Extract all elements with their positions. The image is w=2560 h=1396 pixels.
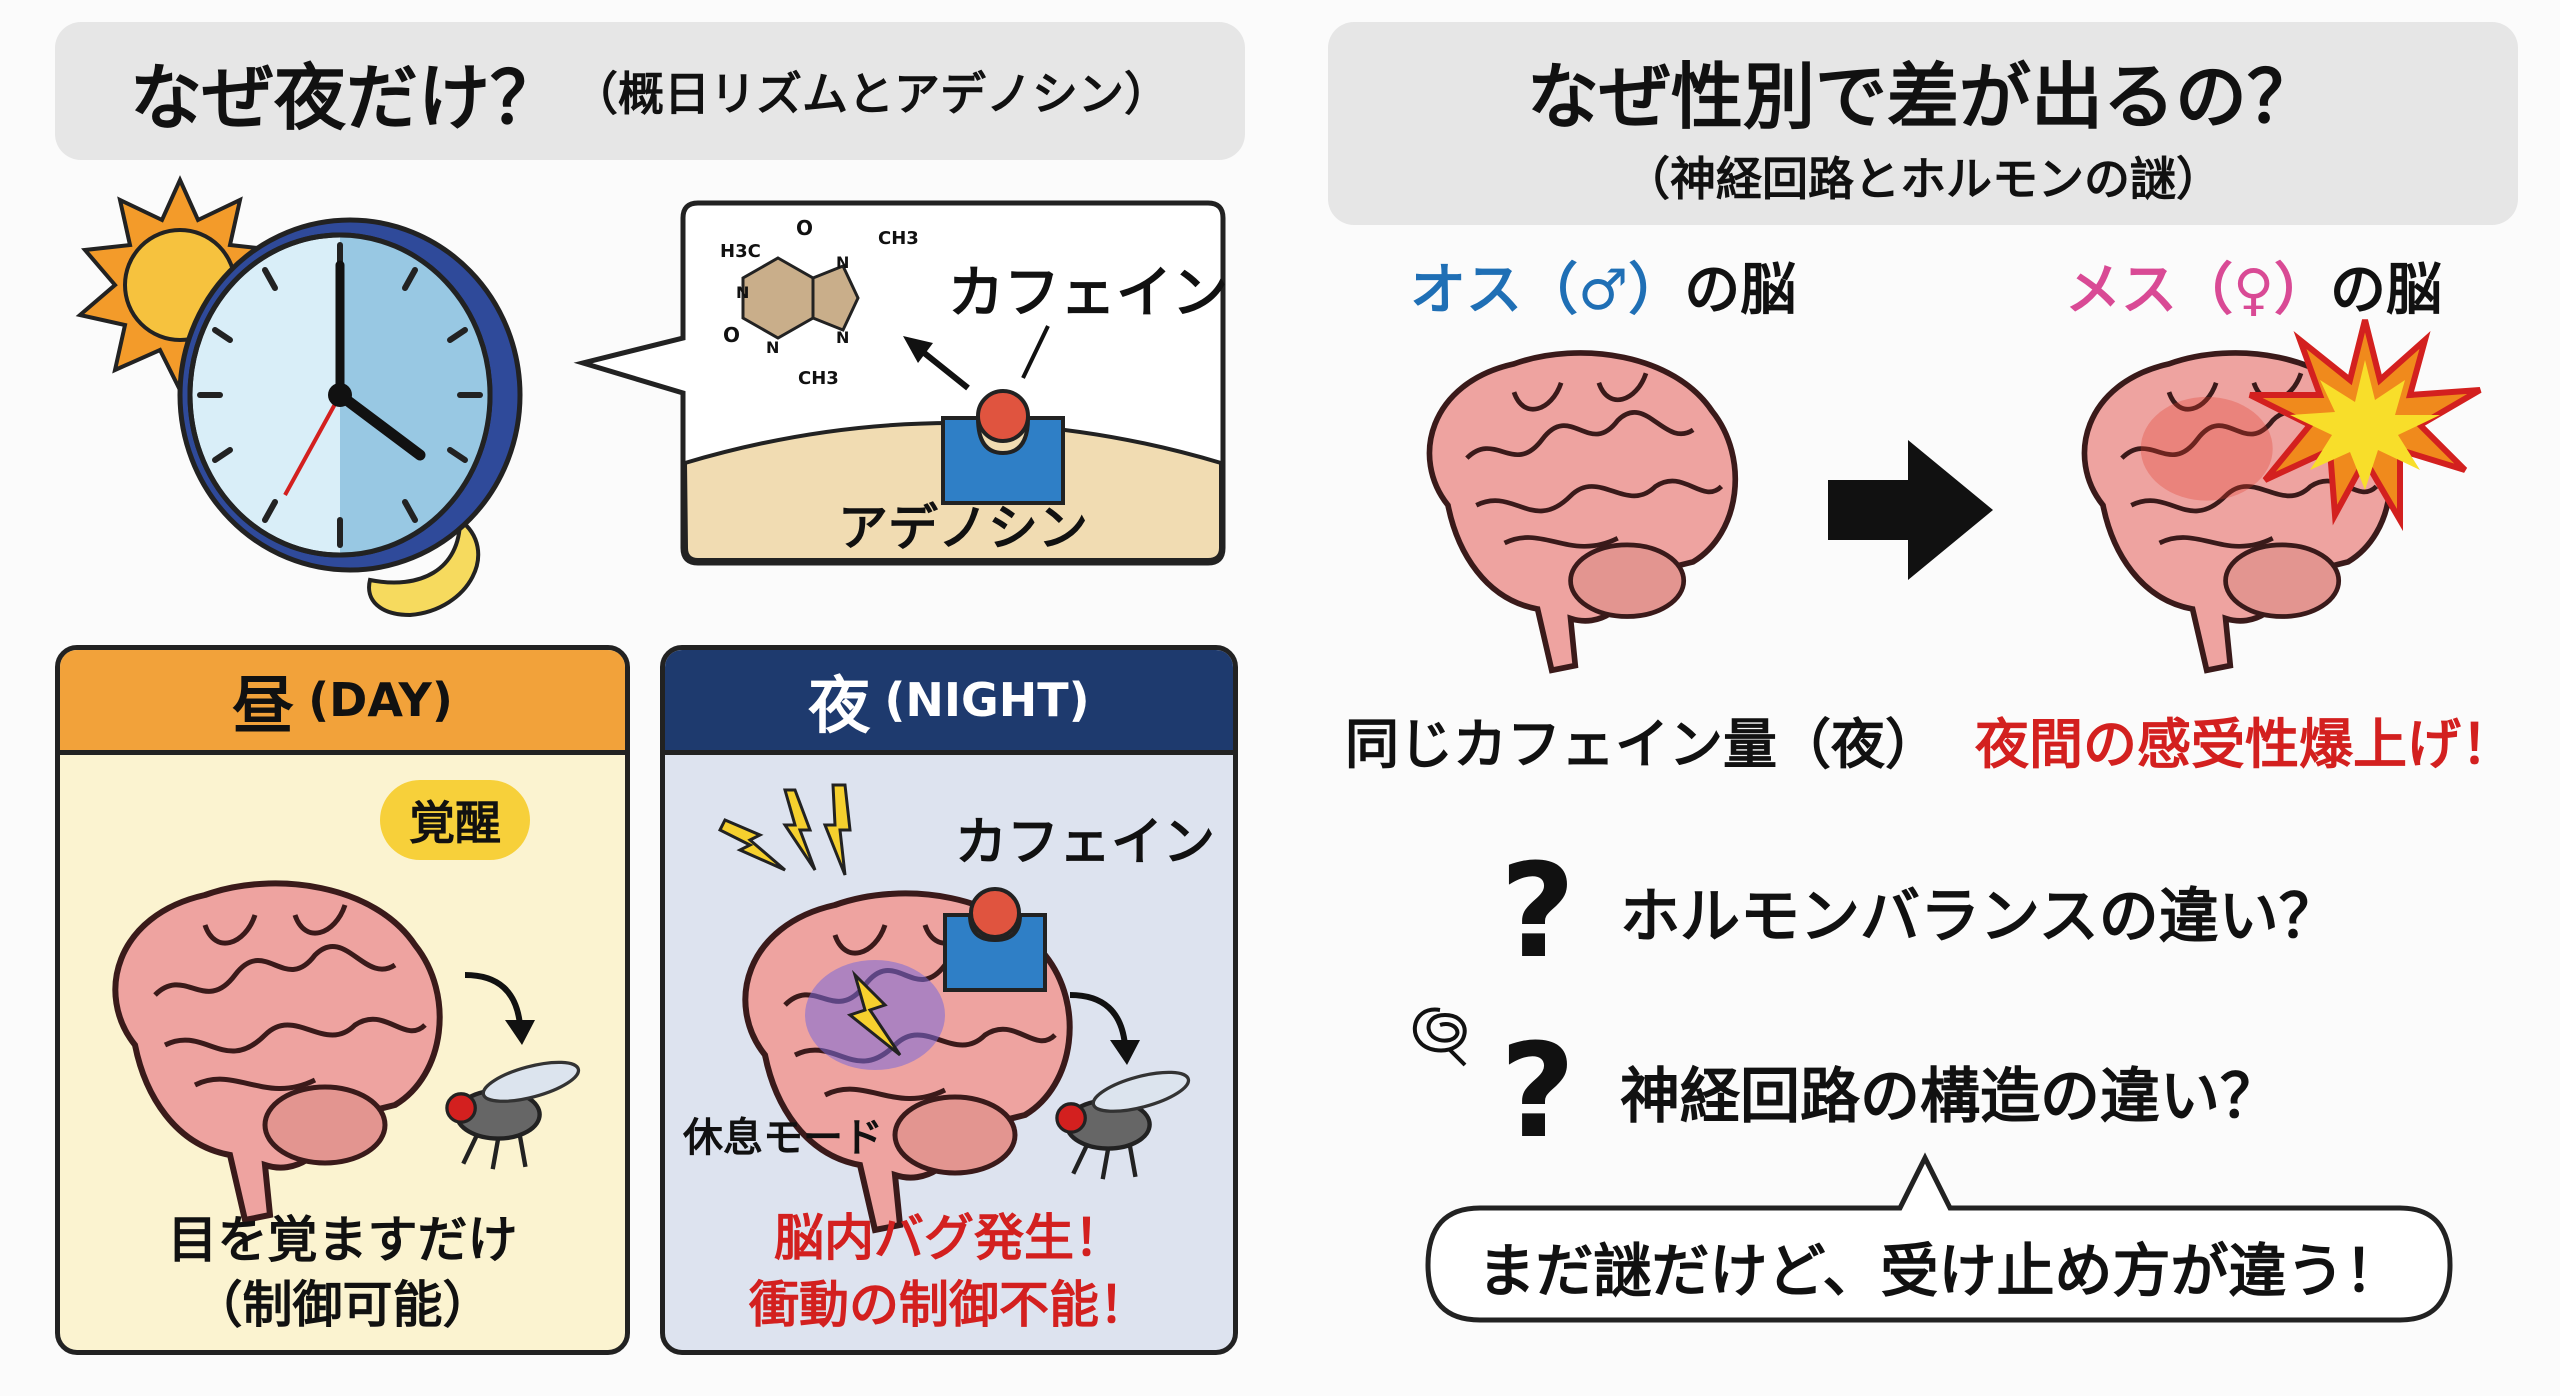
female-label: メス（♀） xyxy=(2065,258,2331,323)
day-header-kanji: 昼 xyxy=(232,669,295,742)
night-panel-header: 夜 (NIGHT) xyxy=(665,650,1233,755)
clock-sun-moon-illustration xyxy=(75,175,523,618)
mol-o-left: O xyxy=(723,323,741,347)
female-brain-label: メス（♀）の脳 xyxy=(2065,245,2442,326)
day-caption-2: （制御可能） xyxy=(192,1276,493,1334)
adenosine-receptor-icon xyxy=(941,389,1065,505)
lightning-icons xyxy=(717,783,852,876)
rest-mode-label: 休息モード xyxy=(683,1115,883,1161)
right-title: なぜ性別で差が出るの？ xyxy=(1526,55,2319,139)
night-caption-2: 衝動の制御不能！ xyxy=(749,1276,1149,1334)
awake-speech-bubble: 覚醒 xyxy=(380,780,530,860)
question-2: ? 神経回路の構造の違い？ xyxy=(1500,1015,2280,1167)
night-header-en: (NIGHT) xyxy=(884,673,1090,727)
day-header-en: (DAY) xyxy=(308,673,453,727)
female-caption: 夜間の感受性爆上げ！ xyxy=(1975,713,2515,776)
question-mark-icon: ? xyxy=(1500,1015,1576,1167)
day-panel: 昼 (DAY) 覚醒 目を覚ますだけ （制御可能） xyxy=(55,645,630,1355)
question-2-text: 神経回路の構造の違い？ xyxy=(1620,1061,2280,1132)
male-brain-label: オス（♂）の脳 xyxy=(1410,245,1796,326)
mol-n1: N xyxy=(736,283,750,302)
mol-ch3-bottom: CH3 xyxy=(798,368,839,389)
question-1: ? ホルモンバランスの違い？ xyxy=(1500,835,2339,987)
day-caption-1: 目を覚ますだけ xyxy=(167,1211,518,1269)
conclusion-bubble xyxy=(1425,1152,2453,1323)
caffeine-receptor-icon xyxy=(943,887,1047,992)
caffeine-label: カフェイン xyxy=(948,261,1228,326)
mol-ch3-top: CH3 xyxy=(878,228,919,249)
fly-icon xyxy=(440,1060,600,1180)
mol-h3c: H3C xyxy=(720,241,761,262)
curved-arrow-icon xyxy=(464,972,535,1045)
explosion-icon xyxy=(2248,319,2482,532)
left-title: なぜ夜だけ？ xyxy=(129,55,562,140)
scribble-icon xyxy=(1412,1007,1467,1067)
night-caption-1: 脳内バグ発生！ xyxy=(774,1209,1124,1267)
arrow-icon xyxy=(903,336,933,363)
mol-n2: N xyxy=(766,338,780,357)
right-arrow-icon xyxy=(1828,440,1993,580)
mol-n4: N xyxy=(836,328,850,347)
male-label: オス（♂） xyxy=(1410,258,1685,323)
question-1-text: ホルモンバランスの違い？ xyxy=(1620,881,2339,952)
left-title-box: なぜ夜だけ？ （概日リズムとアデノシン） xyxy=(55,22,1245,160)
male-brain-icon xyxy=(1385,345,1775,675)
right-title-sub: （神経回路とホルモンの謎） xyxy=(1624,152,2222,206)
night-panel: 夜 (NIGHT) カフェイン 休息モード 脳内バグ発生！ 衝動の制御不能！ xyxy=(660,645,1238,1355)
awake-speech-text: 覚醒 xyxy=(409,796,501,850)
fly-icon xyxy=(1045,1070,1215,1190)
right-title-box: なぜ性別で差が出るの？ （神経回路とホルモンの謎） xyxy=(1328,22,2518,225)
female-brain-icon xyxy=(2040,345,2430,675)
curved-arrow-icon xyxy=(1069,992,1140,1065)
day-panel-header: 昼 (DAY) xyxy=(60,650,625,755)
brain-icon xyxy=(95,875,455,1225)
female-brain-suffix: の脳 xyxy=(2330,258,2443,323)
male-caption: 同じカフェイン量（夜） xyxy=(1345,713,1939,776)
brain-icon xyxy=(725,885,1085,1235)
question-mark-icon: ? xyxy=(1500,835,1576,987)
caffeine-molecule-icon xyxy=(741,256,860,340)
clock-icon xyxy=(177,217,523,573)
mol-n3: N xyxy=(836,253,850,272)
night-header-kanji: 夜 xyxy=(808,669,871,742)
moon-icon xyxy=(367,515,481,618)
night-caffeine-label: カフェイン xyxy=(955,813,1216,873)
adenosine-label: アデノシン xyxy=(838,499,1088,557)
male-brain-suffix: の脳 xyxy=(1684,258,1797,323)
caffeine-adenosine-bubble: H3C O CH3 O CH3 N N N N カフェイン アデノシン xyxy=(573,198,1228,568)
mol-o-top: O xyxy=(796,216,814,240)
conclusion-text: まだ謎だけど、受け止め方が違う！ xyxy=(1477,1236,2403,1305)
left-title-sub: （概日リズムとアデノシン） xyxy=(572,67,1170,121)
